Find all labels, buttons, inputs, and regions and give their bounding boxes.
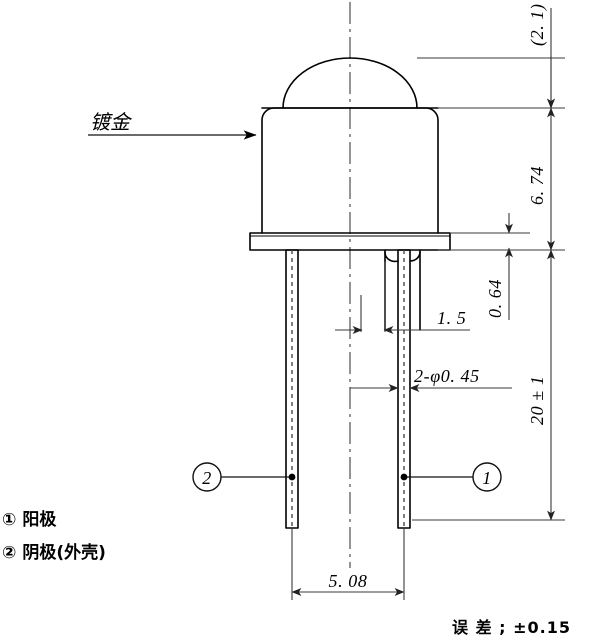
legend-anode: ① 阳极 [2,505,56,530]
dimension-lead-spacing: 5. 08 [291,528,405,600]
lead-anode [384,249,421,529]
legend-cathode-text: 阴极(外壳) [22,543,106,563]
seal-fillet-right [409,251,421,262]
base-flange [249,232,451,251]
balloon-dot-1 [400,473,408,481]
balloon-callout-1: 1 [400,462,502,492]
lead-diameter-text: 2-φ0. 45 [414,366,480,386]
seal-fillet-left [384,251,399,263]
balloon-dot-2 [288,473,296,481]
dome-height-text: (2. 1) [527,3,548,46]
lead-cathode [285,249,299,529]
dimension-lead-diameter: 2-φ0. 45 [350,366,512,392]
lead-length-text: 20 ± 1 [527,376,547,425]
gold-plating-label: 镀金 [90,112,130,134]
tolerance-note: 误 差 ; ±0.15 [452,618,571,637]
balloon-label-1: 1 [482,468,492,488]
dome-arc [282,57,418,109]
flange-thickness-text: 0. 64 [485,279,505,318]
legend-anode-mark: ① [2,510,17,530]
body-height-text: 6. 74 [527,166,547,205]
legend-cathode-mark: ② [2,543,17,563]
dimension-lead-length: 20 ± 1 [412,249,565,521]
balloon-label-2: 2 [202,468,212,488]
lead-spacing-text: 5. 08 [329,571,368,591]
dimension-dome-height: (2. 1) [417,3,565,109]
dimension-body-height: 6. 74 [438,107,565,251]
legend-anode-text: 阳极 [22,510,57,530]
legend-cathode: ② 阴极(外壳) [2,538,106,563]
lead-inner-offset-text: 1. 5 [437,308,466,328]
dimension-lead-inner-offset: 1. 5 [335,262,470,334]
led-body-outline [249,57,451,251]
balloon-callout-2: 2 [192,462,296,492]
dimension-flange-thickness: 0. 64 [450,213,530,320]
